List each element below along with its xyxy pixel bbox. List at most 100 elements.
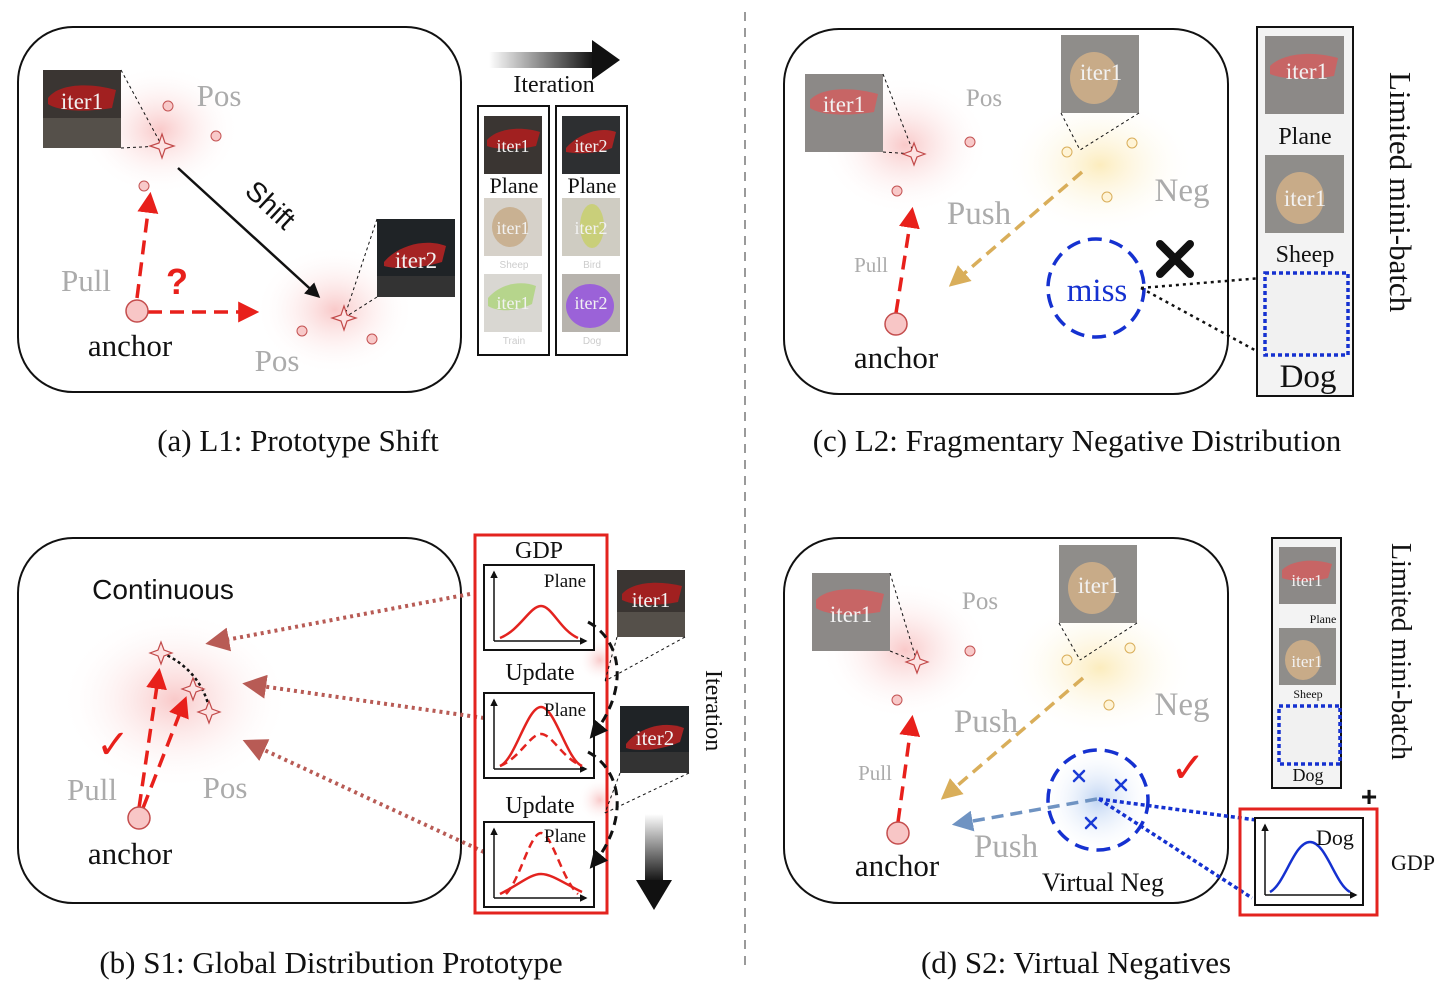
col1-sheep-thumb: iter1: [484, 198, 542, 256]
pull-arrow: [896, 714, 921, 823]
panel-d: iter1 iter1 Pos Neg Push Pull anchor Pus…: [783, 537, 1435, 980]
text-label: iter2: [575, 218, 608, 238]
shift-arrow: [177, 167, 321, 299]
continuous-curve: [161, 651, 212, 713]
thumb-plane: iter1: [805, 74, 883, 152]
text-label: iter1: [497, 218, 530, 238]
cross-icon: [1156, 240, 1194, 278]
col2-plane-thumb: iter2: [562, 116, 620, 174]
previous-curve: [499, 732, 583, 768]
iteration-label: Iteration: [700, 670, 726, 751]
text-label: iter1: [830, 602, 872, 627]
connector-line: [604, 636, 618, 682]
connector-line: [1060, 112, 1081, 151]
connector-line: [1079, 622, 1138, 661]
col2-dog-thumb: iter2: [562, 274, 620, 332]
pull-arrow: [135, 191, 159, 299]
text-label: iter1: [1286, 59, 1328, 84]
panel-d-caption: (d) S2: Virtual Negatives: [921, 945, 1231, 980]
text-label: iter1: [1078, 573, 1120, 598]
col2-label-bird: Bird: [583, 260, 601, 271]
push-label: Push: [954, 704, 1019, 740]
col1-label-train: Train: [503, 336, 525, 347]
neg-point: [1061, 654, 1073, 666]
distribution-curve: [1269, 840, 1351, 894]
anchor-label: anchor: [854, 340, 939, 375]
anchor-point: [125, 299, 149, 323]
pos-point: [296, 325, 308, 337]
pos-label: Pos: [962, 588, 998, 615]
projection-arrow: [242, 739, 485, 854]
pos-label: Pos: [197, 78, 242, 113]
col2-label-dog: Dog: [583, 336, 601, 347]
plot-label: Plane: [544, 571, 586, 592]
mini-batch-label-dog: Dog: [1280, 359, 1337, 395]
text-label: iter1: [497, 136, 530, 156]
text-label: iter2: [575, 136, 608, 156]
mini-batch-title: Limited mini-batch: [1383, 72, 1418, 313]
distribution-curve: [499, 872, 583, 896]
pos-point: [366, 333, 378, 345]
push-label: Push: [974, 829, 1039, 865]
pos-label: Pos: [966, 85, 1002, 112]
checkmark-icon: ✓: [1170, 744, 1205, 791]
virtual-neg-glow: [1043, 745, 1153, 855]
distribution-curve: [499, 705, 583, 768]
pull-arrow: [137, 667, 167, 809]
prototype-star: [148, 640, 174, 666]
text-label: iter1: [1291, 652, 1322, 671]
col1-label-plane: Plane: [490, 173, 539, 198]
update-label: Update: [505, 660, 574, 686]
pos-point: [891, 185, 903, 197]
pos-point: [210, 130, 222, 142]
panel-c-caption: (c) L2: Fragmentary Negative Distributio…: [813, 423, 1342, 458]
panel-a: iter1 Pos Shift iter2 Pos ? Pull anchor: [17, 26, 628, 458]
pos-point: [964, 136, 976, 148]
panel-b-caption: (b) S1: Global Distribution Prototype: [99, 945, 562, 980]
text-label: iter1: [61, 89, 103, 114]
thumb-plane: iter1: [812, 573, 890, 651]
miss-label: miss: [1067, 273, 1128, 309]
continuous-label: Continuous: [92, 574, 234, 605]
projection-arrow: [242, 674, 485, 720]
checkmark-icon: ✓: [96, 723, 130, 767]
text-label: iter2: [395, 248, 437, 273]
anchor-point: [886, 821, 910, 845]
anchor-point: [127, 806, 151, 830]
mini-batch-plane-thumb: iter1: [1265, 36, 1344, 114]
iteration-gradient-arrow: [592, 40, 620, 80]
pull-arrow: [141, 696, 189, 809]
update-flow-arrow: [587, 750, 619, 869]
col2-label-plane: Plane: [568, 173, 617, 198]
gdp-label: GDP: [515, 538, 563, 564]
anchor-label: anchor: [88, 328, 173, 363]
connector-line: [604, 772, 621, 814]
mini-batch-label-plane: Plane: [1310, 612, 1337, 626]
text-label: iter1: [1284, 186, 1326, 211]
mini-batch-plane-thumb: iter1: [1279, 547, 1336, 604]
pull-label: Pull: [854, 253, 888, 277]
pull-arrow: [894, 206, 920, 314]
question-mark: ?: [166, 261, 188, 302]
neg-point: [1101, 191, 1113, 203]
distribution-curve: [499, 604, 579, 640]
update-glow: [578, 778, 622, 822]
col1-train-thumb: iter1: [484, 274, 542, 332]
col1-label-sheep: Sheep: [500, 260, 529, 271]
connector-line: [1140, 286, 1263, 356]
gdp-plot: [1254, 817, 1364, 906]
plot-label: Plane: [544, 826, 586, 847]
prototype-star: [196, 699, 222, 725]
sampling-line: [1098, 797, 1253, 900]
gdp-label: GDP: [1391, 850, 1435, 875]
text-label: iter1: [1080, 60, 1122, 85]
panel-c: iter1 iter1 Pos Neg Push Pull anchor mis…: [783, 26, 1418, 458]
mini-batch-label-sheep: Sheep: [1293, 687, 1322, 701]
mini-batch-sheep-thumb: iter1: [1279, 628, 1336, 685]
neg-point: [1103, 699, 1115, 711]
thumb-sheep: iter1: [1061, 35, 1139, 113]
text-label: iter1: [823, 92, 865, 117]
connector-line: [343, 296, 378, 319]
neg-point: [1124, 642, 1136, 654]
